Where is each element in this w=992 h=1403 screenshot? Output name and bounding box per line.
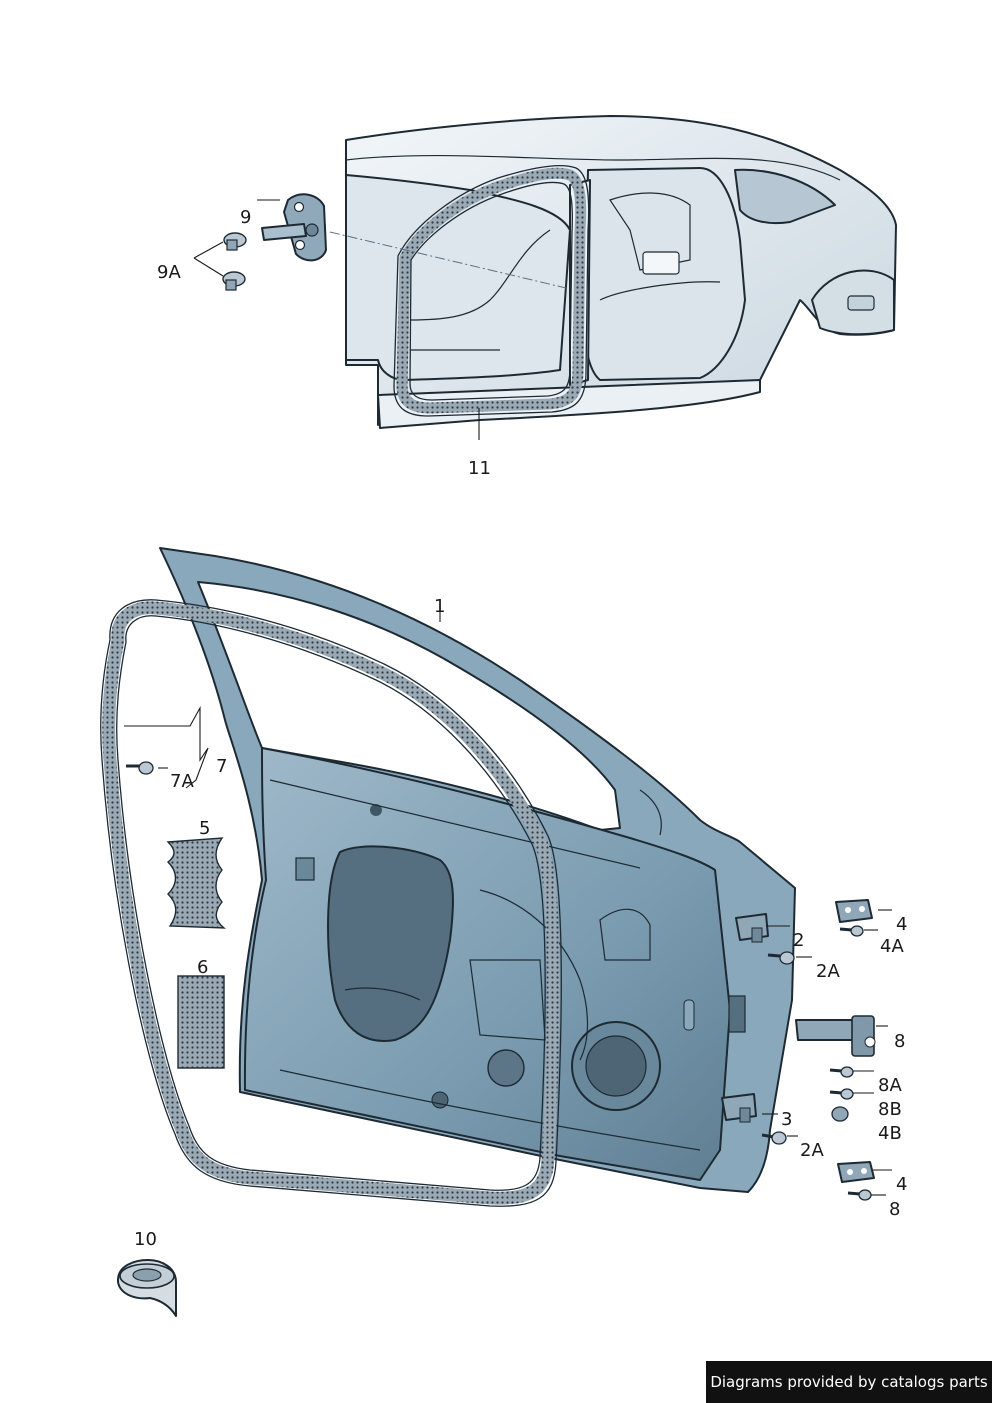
callout-9: 9: [240, 207, 251, 228]
callout-1: 1: [434, 596, 445, 617]
callout-6: 6: [197, 957, 208, 978]
door-striker: [261, 193, 327, 262]
door-check-strap: [795, 1015, 876, 1057]
screw: [126, 761, 154, 775]
callout-4b: 4B: [878, 1123, 902, 1144]
insulation-mat: [177, 975, 225, 1069]
callout-2a-bottom: 2A: [800, 1140, 824, 1161]
door-seal: [102, 601, 560, 1205]
hinge-part-body-side: [835, 899, 873, 923]
hinge-part-body-side: [837, 1161, 875, 1183]
striker-bolt: [222, 271, 246, 291]
nut: [831, 1106, 849, 1122]
callout-7a: 7A: [170, 771, 194, 792]
front-door-shell: [159, 547, 796, 1193]
door-hinge-lower: [721, 1093, 757, 1123]
callout-9a: 9A: [157, 262, 181, 283]
callout-8-bottom: 8: [889, 1199, 900, 1220]
callout-8a: 8A: [878, 1075, 902, 1096]
callout-4a: 4A: [880, 936, 904, 957]
callout-8-top: 8: [894, 1031, 905, 1052]
hinge-bolt: [761, 1131, 787, 1145]
hinge-bolt: [767, 951, 795, 965]
callout-2: 2: [793, 930, 804, 951]
callout-2a-top: 2A: [816, 961, 840, 982]
door-opening-seal: [396, 167, 587, 414]
door-hinge-upper: [735, 913, 769, 943]
callout-labels: 9 9A 11 1 7 7A 5 6 2 2A 4 4A 8 8A 8B 4B …: [134, 207, 907, 1250]
callout-4-top: 4: [896, 914, 907, 935]
screw: [829, 1088, 854, 1100]
footer-credit: Diagrams provided by catalogs parts: [706, 1361, 992, 1403]
callout-11: 11: [468, 458, 491, 479]
footer-credit-text: Diagrams provided by catalogs parts: [710, 1373, 988, 1391]
callout-5: 5: [199, 818, 210, 839]
callout-10: 10: [134, 1229, 157, 1250]
screw: [847, 1189, 872, 1201]
damping-pad: [166, 837, 227, 929]
striker-bolt: [223, 232, 247, 251]
adhesive-tape-roll: [117, 1259, 177, 1317]
vehicle-body-side: [345, 115, 897, 429]
screw: [829, 1066, 854, 1078]
leader-lines: [124, 199, 892, 1196]
callout-3: 3: [781, 1109, 792, 1130]
screw: [839, 925, 864, 937]
callout-7: 7: [216, 756, 227, 777]
callout-4-bottom: 4: [896, 1174, 907, 1195]
callout-8b: 8B: [878, 1099, 902, 1120]
